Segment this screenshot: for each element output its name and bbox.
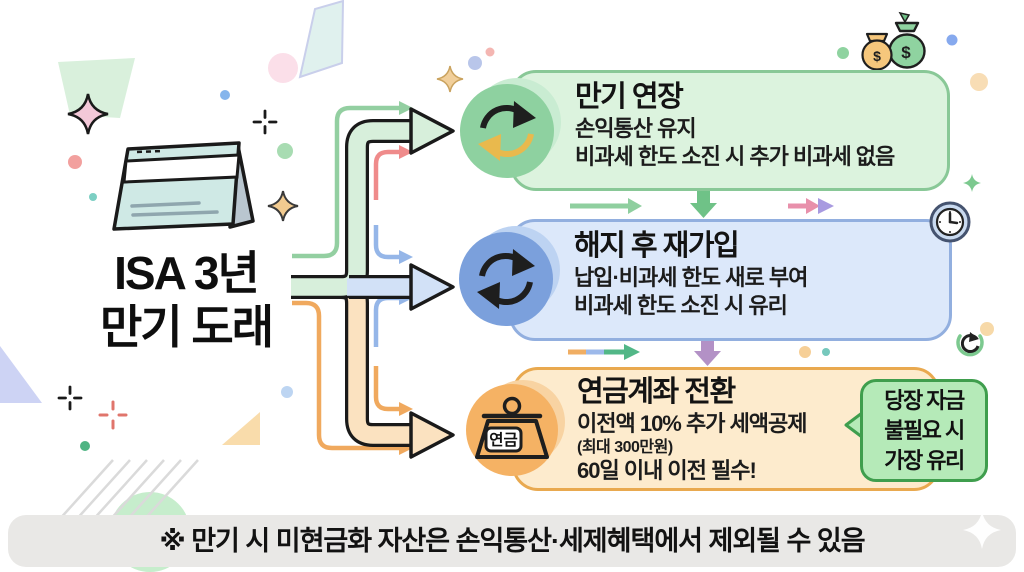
- lavender-dot-deco: [468, 56, 482, 70]
- callout-line3: 가장 유리: [884, 447, 965, 473]
- green-dot-topright: [837, 47, 849, 59]
- pink-circle-deco: [268, 53, 298, 83]
- option-rejoin-title: 해지 후 재가입: [574, 230, 740, 262]
- teal-parallelogram-deco: [298, 0, 345, 79]
- orange-dot-mid: [799, 346, 811, 358]
- money-bag-small-symbol: $: [873, 48, 881, 64]
- option-pension-line3: 60일 이내 이전 필수!: [577, 458, 757, 483]
- option-rejoin-line2: 비과세 한도 소진 시 유리: [574, 293, 788, 318]
- branch-arrows: [291, 107, 455, 459]
- pink-sparkle-icon: [67, 93, 109, 135]
- teal-dot-deco: [89, 193, 97, 201]
- red-dot-deco: [68, 155, 82, 169]
- money-bags-icon: $ $: [861, 11, 926, 71]
- wallet-illustration: [112, 141, 255, 231]
- main-title: ISA 3년 만기 도래: [62, 246, 310, 354]
- blue-dot-topright: [946, 34, 958, 46]
- option-card-pension: 연금계좌 전환 이전액 10% 추가 세액공제 (최대 300만원) 60일 이…: [512, 367, 940, 491]
- green-polygon-deco: [58, 58, 135, 118]
- footer-note-text: ※ 만기 시 미현금화 자산은 손익통산·세제혜택에서 제외될 수 있음: [159, 526, 865, 556]
- option-card-rejoin: 해지 후 재가입 납입·비과세 한도 새로 부여 비과세 한도 소진 시 유리: [509, 219, 952, 341]
- green-dot-deco: [277, 143, 293, 159]
- red-plus-sparkle-icon: [98, 400, 128, 430]
- right-arrow-green: [628, 198, 642, 214]
- main-title-line1: ISA 3년: [114, 247, 260, 299]
- option-extend-line2: 비과세 한도 소진 시 추가 비과세 없음: [575, 144, 895, 169]
- rotate-arrow-icon: [956, 332, 984, 357]
- orange-dot-right: [980, 322, 994, 336]
- tan-sparkle-small-icon: [436, 65, 464, 93]
- arrowhead-rejoin: [409, 263, 455, 311]
- main-title-line2: 만기 도래: [99, 301, 274, 353]
- black-plus-sparkle-icon: [57, 385, 83, 411]
- down-arrow-green: [690, 203, 717, 218]
- green-dot-bottomleft: [80, 441, 90, 451]
- arrowhead-pension: [409, 411, 455, 459]
- orange-triangle-deco: [222, 412, 260, 445]
- callout-line2: 불필요 시: [884, 417, 965, 443]
- option-pension-line1: 이전액 10% 추가 세액공제: [577, 411, 808, 436]
- right-arrow-pink: [806, 198, 820, 214]
- blue-dot-deco: [220, 90, 230, 100]
- footer-note-bar: ※ 만기 시 미현금화 자산은 손익통산·세제혜택에서 제외될 수 있음: [8, 515, 1016, 567]
- money-bag-large-symbol: $: [901, 43, 911, 62]
- lavender-triangle-deco: [0, 346, 42, 403]
- option-extend-line1: 손익통산 유지: [575, 116, 697, 141]
- lightblue-dot-deco: [281, 386, 293, 398]
- thin-accent-arrows: [292, 101, 413, 455]
- option-rejoin-line1: 납입·비과세 한도 새로 부여: [574, 265, 808, 290]
- callout-bubble: 당장 자금 불필요 시 가장 유리: [860, 379, 988, 482]
- pink-dot-deco: [485, 47, 495, 57]
- orange-dot-topright: [970, 73, 988, 91]
- green-sparkle-icon: [963, 174, 981, 192]
- option-pension-title: 연금계좌 전환: [577, 376, 736, 408]
- option-pension-line2: (최대 300만원): [577, 439, 673, 456]
- arrowhead-extend: [409, 107, 455, 155]
- tan-sparkle-icon: [267, 190, 299, 222]
- teal-dot-mid: [822, 348, 830, 356]
- option-card-extend: 만기 연장 손익통산 유지 비과세 한도 소진 시 추가 비과세 없음: [510, 70, 950, 191]
- callout-line1: 당장 자금: [884, 387, 965, 413]
- hatch-lines-deco: [57, 459, 199, 522]
- black-plus-sparkle-icon: [252, 109, 278, 135]
- right-arrow-purple: [818, 198, 834, 214]
- option-extend-title: 만기 연장: [575, 81, 684, 113]
- right-arrow-multicolor: [624, 344, 640, 360]
- down-arrow-purple: [694, 351, 721, 366]
